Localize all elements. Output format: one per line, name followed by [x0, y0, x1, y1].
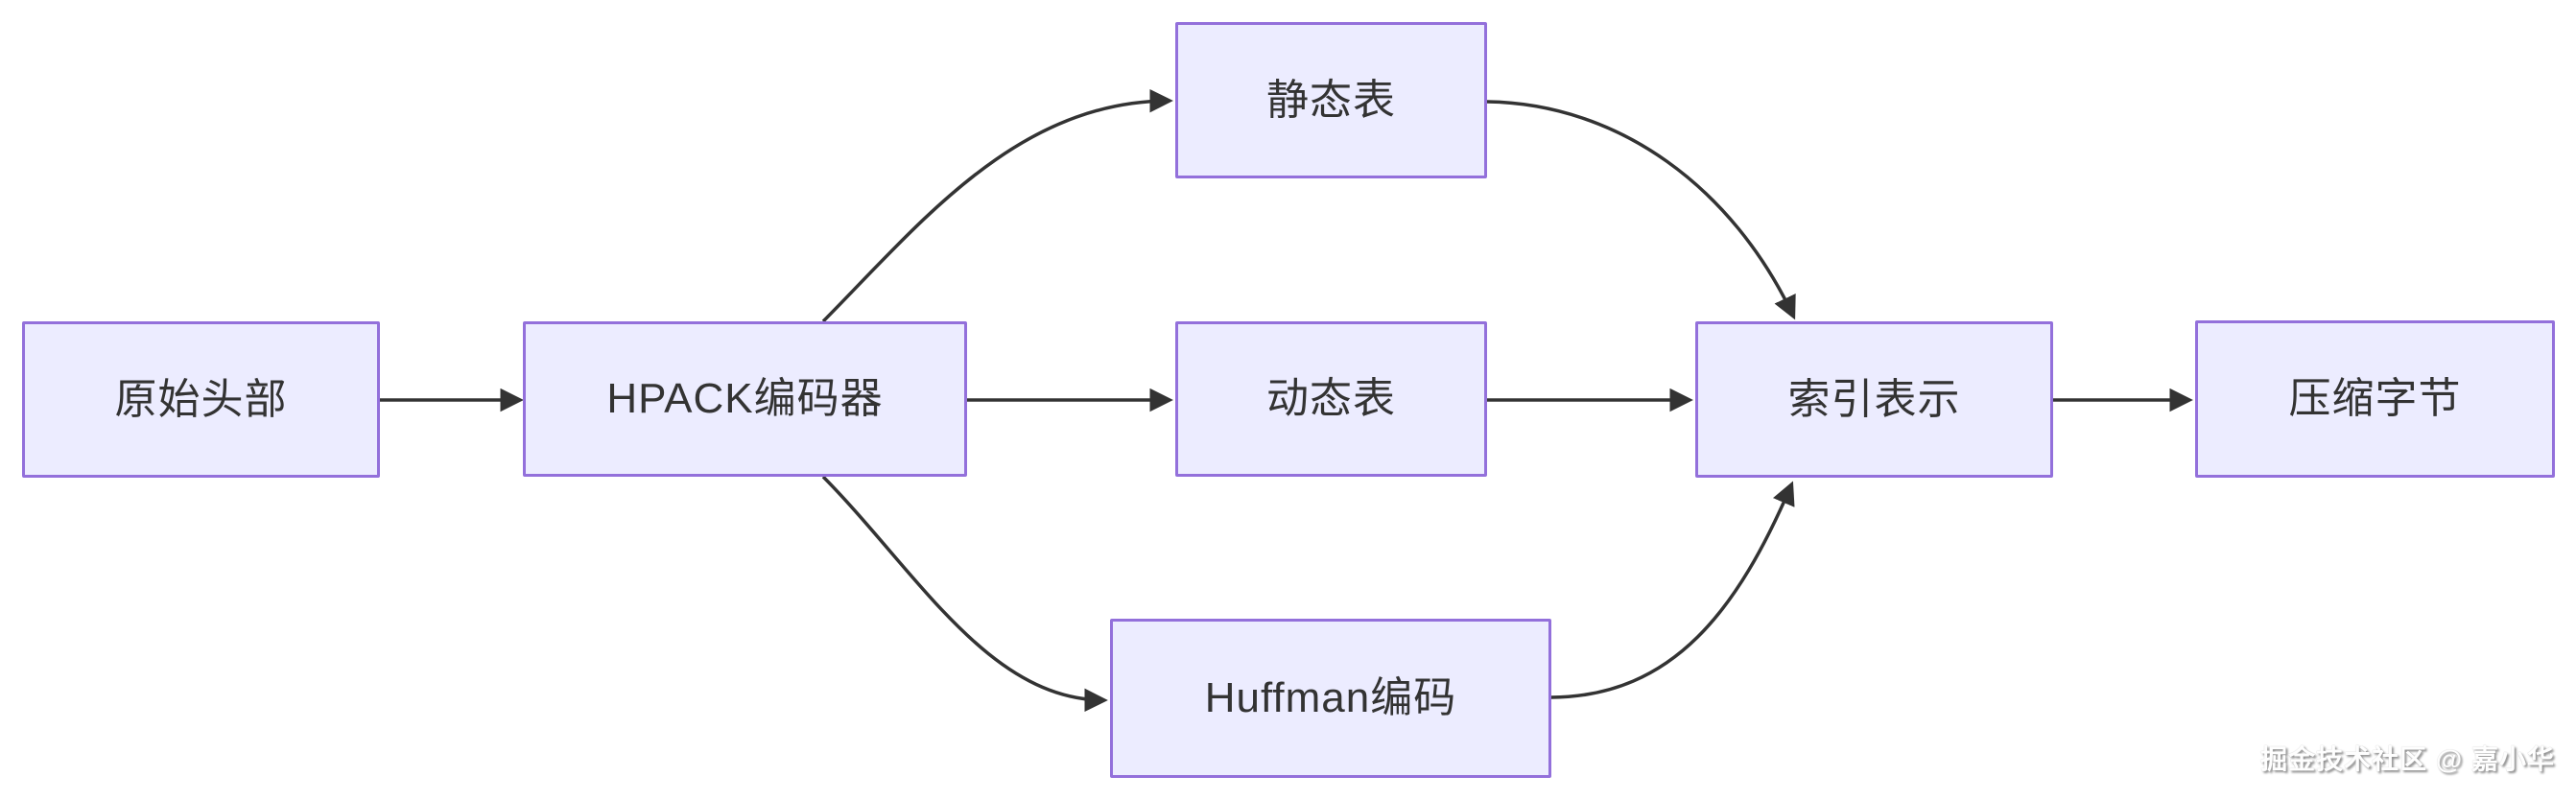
node-index-representation: 索引表示	[1695, 321, 2053, 478]
node-huffman-encoding: Huffman编码	[1110, 619, 1551, 778]
node-compressed-bytes: 压缩字节	[2195, 320, 2555, 478]
node-raw-headers: 原始头部	[22, 321, 380, 478]
node-static-table: 静态表	[1175, 22, 1487, 178]
node-dynamic-table: 动态表	[1175, 321, 1487, 477]
edge-hpack-encoder-to-static-table	[821, 88, 1173, 323]
edge-static-table-to-index-representation	[1486, 100, 1796, 320]
edge-hpack-encoder-to-huffman-encoding	[821, 475, 1108, 713]
edge-huffman-encoding-to-index-representation	[1550, 481, 1795, 699]
node-hpack-encoder: HPACK编码器	[523, 321, 967, 477]
watermark: 掘金技术社区 @ 嘉小华	[2260, 744, 2555, 774]
